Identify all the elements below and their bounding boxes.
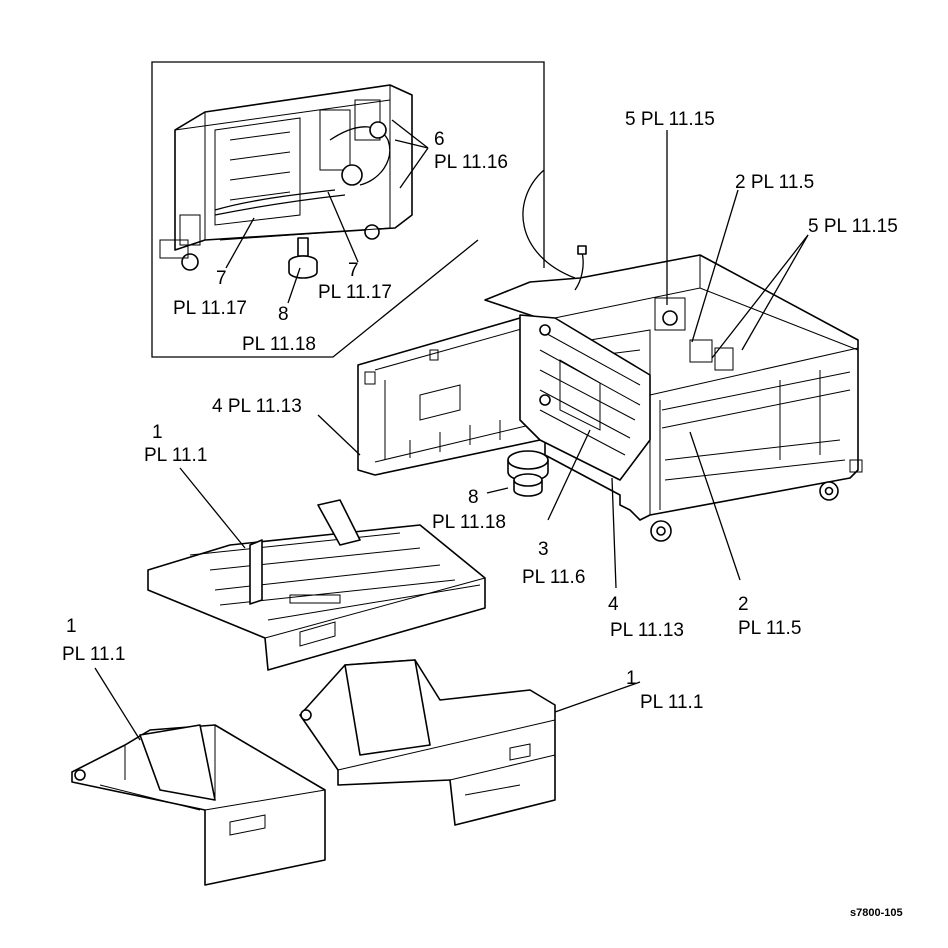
left-door-illustration bbox=[357, 317, 541, 476]
callout-4b-ref: PL 11.13 bbox=[610, 620, 684, 641]
inset-leveler-foot bbox=[288, 237, 318, 279]
callout-2b-ref: PL 11.5 bbox=[738, 618, 801, 639]
callout-4b-number: 4 bbox=[608, 594, 619, 615]
callout-8b-number: 8 bbox=[468, 487, 479, 508]
callout-2b-number: 2 bbox=[738, 594, 749, 615]
paper-tray-c-illustration bbox=[299, 659, 556, 826]
leader-lines bbox=[94, 130, 809, 741]
paper-tray-b-illustration bbox=[71, 724, 326, 886]
callout-3-ref: PL 11.6 bbox=[522, 567, 585, 588]
callout-7b-ref: PL 11.17 bbox=[318, 282, 392, 303]
callout-6-ref: PL 11.16 bbox=[434, 152, 508, 173]
callout-7a-number: 7 bbox=[216, 268, 227, 289]
detail-inset bbox=[151, 61, 576, 358]
figure-id: s7800-105 bbox=[850, 907, 903, 919]
callout-3-number: 3 bbox=[538, 539, 549, 560]
callout-1c-ref: PL 11.1 bbox=[640, 692, 703, 713]
callout-1c-number: 1 bbox=[626, 668, 637, 689]
callout-8b-ref: PL 11.18 bbox=[432, 512, 506, 533]
paper-tray-a-illustration bbox=[147, 499, 486, 671]
inset-frame-illustration bbox=[159, 84, 413, 271]
transport-assembly-illustration bbox=[519, 314, 651, 481]
callout-7a-ref: PL 11.17 bbox=[173, 298, 247, 319]
callout-6-number: 6 bbox=[434, 129, 445, 150]
callout-labels: 5 PL 11.15 2 PL 11.5 5 PL 11.15 6 PL 11.… bbox=[62, 109, 903, 919]
leveler-foot-illustration bbox=[507, 450, 549, 497]
callout-1b-number: 1 bbox=[66, 616, 77, 637]
callout-7b-number: 7 bbox=[348, 260, 359, 281]
callout-8a-ref: PL 11.18 bbox=[242, 334, 316, 355]
callout-1a-number: 1 bbox=[152, 422, 163, 443]
callout-5-right: 5 PL 11.15 bbox=[808, 216, 898, 237]
callout-4a: 4 PL 11.13 bbox=[212, 396, 302, 417]
callout-5-top: 5 PL 11.15 bbox=[625, 109, 715, 130]
callout-2-top: 2 PL 11.5 bbox=[735, 172, 814, 193]
callout-1b-ref: PL 11.1 bbox=[62, 644, 125, 665]
callout-1a-ref: PL 11.1 bbox=[144, 445, 207, 466]
callout-8a-number: 8 bbox=[278, 304, 289, 325]
